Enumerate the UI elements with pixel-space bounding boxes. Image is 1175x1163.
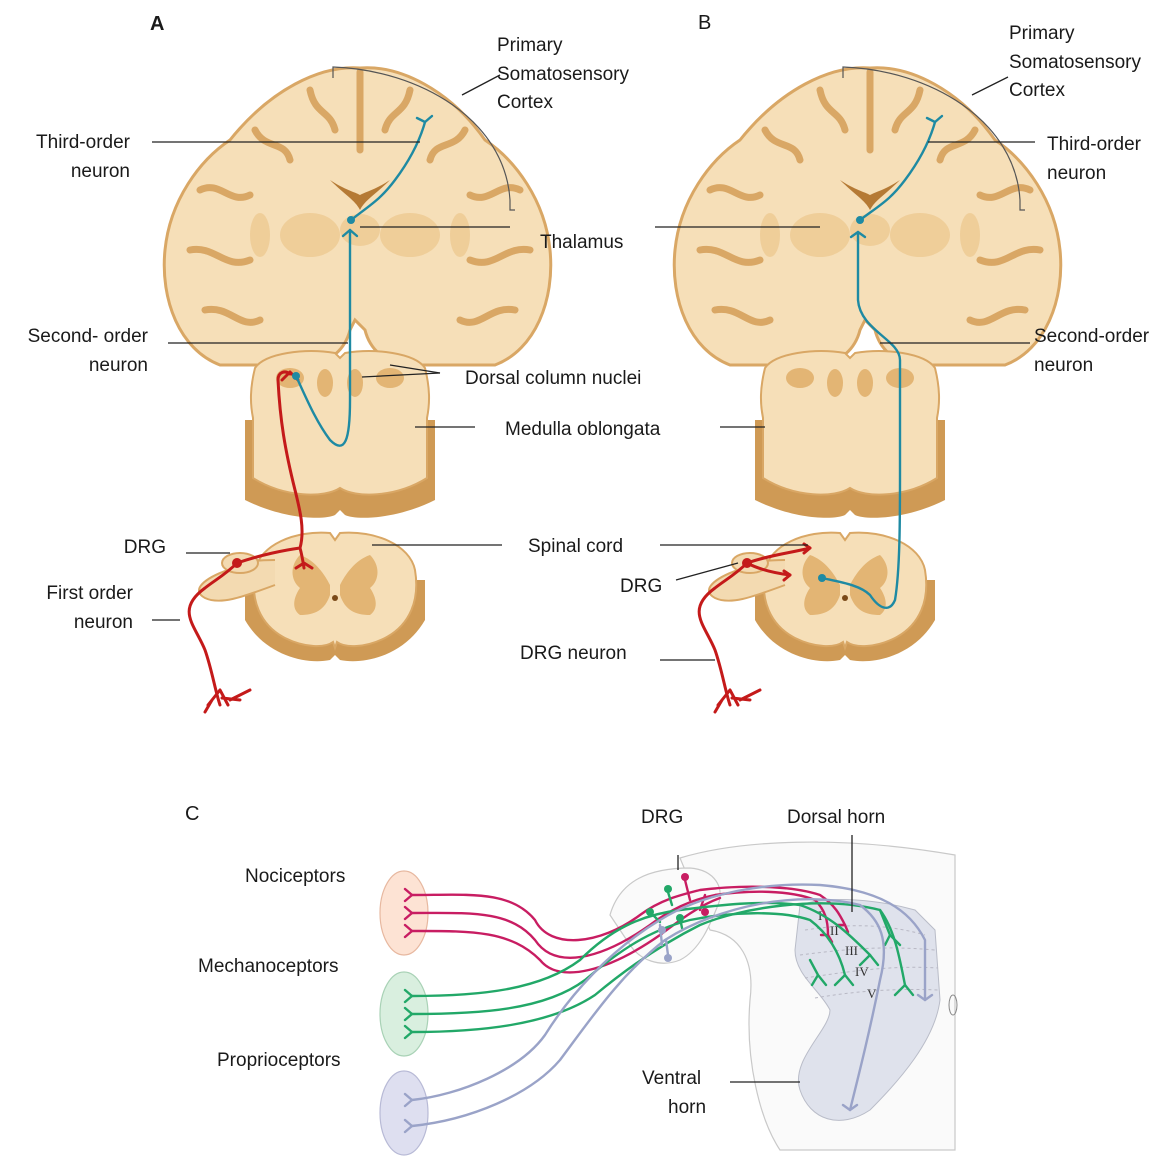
label-cortex-b-1: Primary bbox=[1009, 23, 1075, 44]
mechanoceptor-drg-cell-1 bbox=[664, 885, 672, 893]
second-order-cell-b bbox=[818, 574, 826, 582]
label-first-order-a-2: neuron bbox=[74, 612, 133, 633]
medulla-section-b bbox=[755, 351, 945, 518]
mechanoceptor-drg-cell-3 bbox=[676, 914, 684, 922]
spinal-cord-section-b bbox=[755, 533, 935, 662]
label-drg-a: DRG bbox=[124, 537, 166, 558]
panel-a: A Primary Soma bbox=[28, 13, 661, 712]
label-dorsal-nuclei-a: Dorsal column nuclei bbox=[465, 368, 641, 389]
second-order-cell-a bbox=[292, 372, 300, 380]
proprioceptor-field bbox=[380, 1071, 428, 1155]
leader-cortex-a bbox=[462, 75, 500, 95]
label-drg-c: DRG bbox=[641, 807, 683, 828]
first-order-endings-a bbox=[205, 690, 250, 712]
label-third-order-b-1: Third-order bbox=[1047, 134, 1142, 155]
panel-b: B Primary Somatosensory Cortex Third-ord… bbox=[520, 12, 1150, 712]
label-first-order-a-1: First order bbox=[46, 583, 133, 604]
label-third-order-a-2: neuron bbox=[71, 161, 130, 182]
label-second-order-a-1: Second- order bbox=[28, 326, 149, 347]
thalamus-cell-b bbox=[856, 216, 864, 224]
label-third-order-a-1: Third-order bbox=[36, 132, 131, 153]
label-cortex-b-3: Cortex bbox=[1009, 80, 1065, 101]
panel-c: C I II III IV V bbox=[185, 803, 957, 1155]
proprioceptor-drg-cell-2 bbox=[664, 954, 672, 962]
label-proprioceptors-c: Proprioceptors bbox=[217, 1050, 341, 1071]
thalamus-cell-a bbox=[347, 216, 355, 224]
label-medulla-a: Medulla oblongata bbox=[505, 419, 661, 440]
nociceptor-drg-cell-2 bbox=[701, 908, 709, 916]
mechanoceptor-drg-cell-2 bbox=[646, 908, 654, 916]
label-third-order-b-2: neuron bbox=[1047, 163, 1106, 184]
label-dorsal-horn-c: Dorsal horn bbox=[787, 807, 885, 828]
panel-a-letter: A bbox=[150, 13, 164, 35]
drg-cell-body-a bbox=[232, 558, 242, 568]
lamina-iii: III bbox=[845, 943, 858, 958]
label-ventral-horn-c-2: horn bbox=[668, 1097, 706, 1118]
proprioceptor-drg-cell-1 bbox=[658, 926, 666, 934]
label-drg-neuron-b: DRG neuron bbox=[520, 643, 627, 664]
label-cortex-b-2: Somatosensory bbox=[1009, 52, 1142, 73]
label-spinal-cord-a: Spinal cord bbox=[528, 536, 623, 557]
label-nociceptors-c: Nociceptors bbox=[245, 866, 345, 887]
label-ventral-horn-c-1: Ventral bbox=[642, 1068, 701, 1089]
leader-cortex-b bbox=[972, 77, 1008, 95]
drg-cell-body-b bbox=[742, 558, 752, 568]
panel-c-letter: C bbox=[185, 803, 199, 825]
nociceptor-drg-cell-1 bbox=[681, 873, 689, 881]
label-cortex-a-1: Primary bbox=[497, 35, 563, 56]
medulla-section-a bbox=[245, 351, 435, 518]
label-thalamus-a: Thalamus bbox=[540, 232, 623, 253]
panel-b-letter: B bbox=[698, 12, 711, 34]
label-second-order-b-1: Second-order bbox=[1034, 326, 1150, 347]
label-cortex-a-2: Somatosensory bbox=[497, 64, 630, 85]
label-second-order-a-2: neuron bbox=[89, 355, 148, 376]
label-drg-b: DRG bbox=[620, 576, 662, 597]
label-second-order-b-2: neuron bbox=[1034, 355, 1093, 376]
label-cortex-a-3: Cortex bbox=[497, 92, 553, 113]
label-mechanoceptors-c: Mechanoceptors bbox=[198, 956, 338, 977]
lamina-iv: IV bbox=[855, 964, 869, 979]
drg-neuron-endings-b bbox=[715, 690, 760, 712]
